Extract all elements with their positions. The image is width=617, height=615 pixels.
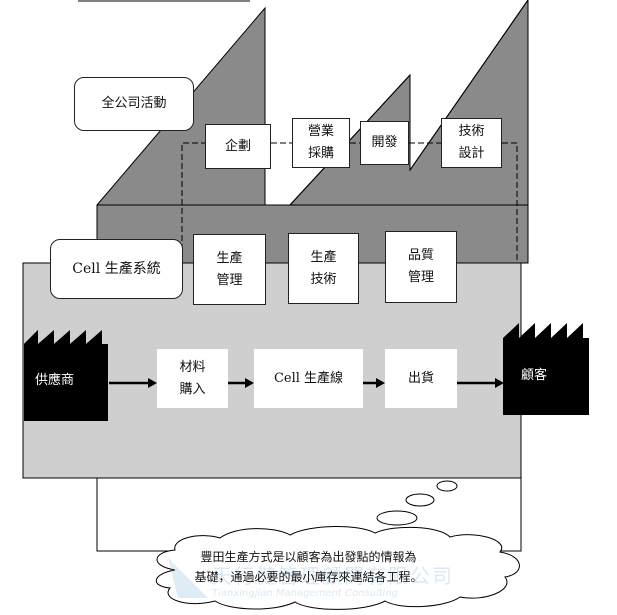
step-material-purchase: 材料 購入 [157,349,228,408]
customer-factory-shape [503,323,589,415]
supplier-label: 供應商 [35,373,75,388]
cloud-shape [155,526,520,610]
customer-label: 顧客 [521,368,548,383]
tooth-edge-2 [289,74,411,206]
function-box-tech-design: 技術 設計 [441,118,502,168]
function-box-production-management: 生產 管理 [193,234,266,305]
flow-arrows [109,378,504,388]
company-activity-label: 全公司活動 [74,77,194,131]
cell-system-label: Cell 生產系統 [50,239,183,299]
function-box-development: 開發 [360,121,409,165]
cloud-text: 豐田生產方式是以顧客為出發點的情報為 基礎，通過必要的最小庫存來連結各工程。 [194,550,423,584]
watermark [168,558,208,598]
dashed-connectors [181,142,518,262]
function-box-planning: 企劃 [205,124,271,169]
watermark-text: 天行健管理顧問有限公司 [212,564,454,588]
step-shipping: 出貨 [385,349,457,408]
function-box-sales-purchasing: 營業 採購 [292,118,350,168]
watermark-subtext: Tianxingjian Management Consulting [212,588,399,599]
thought-bubbles [376,480,458,526]
step-cell-production-line: Cell 生產線 [254,349,363,408]
supplier-factory-shape [24,330,108,421]
company-activity-text: 全公司活動 [101,96,167,111]
function-box-production-technology: 生產 技術 [288,233,359,304]
function-box-quality-management: 品質 管理 [385,231,457,303]
cell-system-text: Cell 生產系統 [72,261,161,277]
tooth-edge-4 [409,0,529,171]
